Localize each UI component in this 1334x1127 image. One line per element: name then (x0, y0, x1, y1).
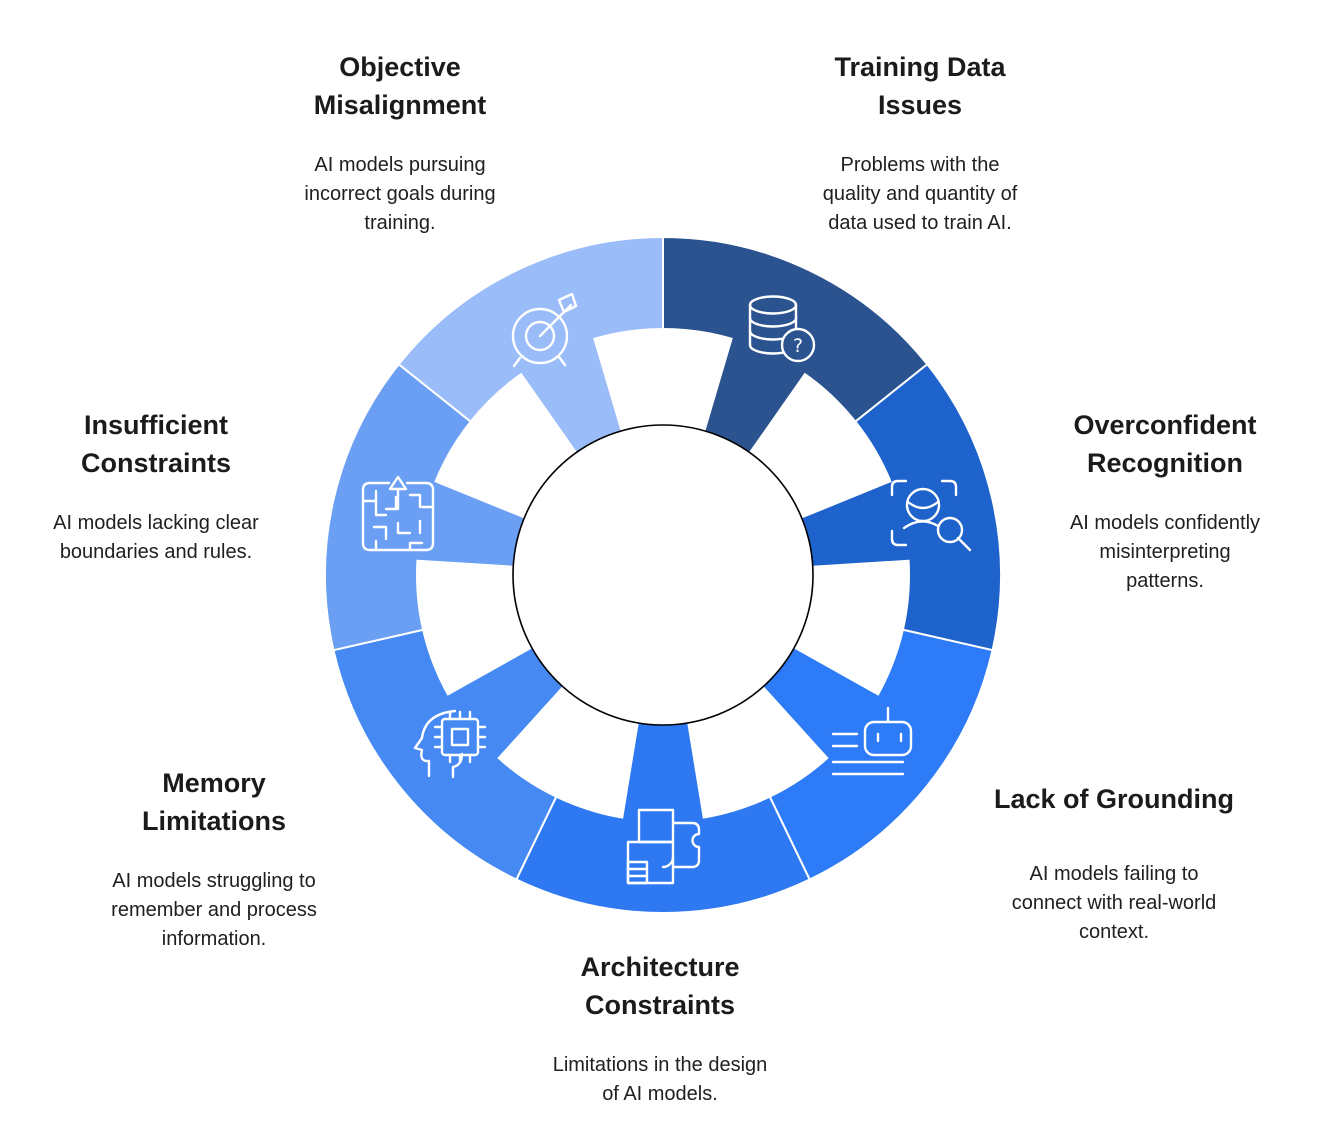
spoke-objective-misalignment (519, 335, 622, 454)
spoke-architecture-constraints (622, 721, 704, 825)
label-lack-of-grounding: Lack of Grounding AI models failing to c… (924, 762, 1304, 965)
spoke-memory-limitations (444, 647, 564, 761)
label-overconfident-recognition: Overconfident Recognition AI models conf… (975, 388, 1334, 614)
segment-description: AI models pursuing incorrect goals durin… (304, 154, 496, 234)
segment-title: Lack of Grounding (994, 784, 1234, 814)
target-arrow-icon (511, 292, 578, 368)
blocks-icon (626, 808, 701, 885)
ai-limitations-wheel: ? (323, 235, 1003, 915)
face-scan-icon (890, 479, 972, 552)
svg-text:?: ? (793, 335, 803, 357)
segment-title: Architecture Constraints (580, 952, 740, 1020)
head-chip-icon (413, 709, 487, 779)
database-question-icon: ? (748, 295, 816, 363)
segment-description: Problems with the quality and quantity o… (822, 154, 1018, 234)
label-training-data-issues: Training Data Issues Problems with the q… (730, 30, 1110, 256)
segment-title: Insufficient Constraints (80, 410, 232, 478)
segment-description: AI models lacking clear boundaries and r… (53, 512, 259, 563)
spoke-overconfident-recognition (800, 480, 913, 566)
spoke-lack-of-grounding (762, 647, 882, 761)
segment-title: Memory Limitations (141, 768, 286, 836)
segment-description: AI models struggling to remember and pro… (111, 870, 317, 950)
label-insufficient-constraints: Insufficient Constraints AI models lacki… (0, 388, 346, 585)
spoke-insufficient-constraints (413, 480, 526, 566)
segment-description: AI models failing to connect with real-w… (1011, 863, 1217, 943)
label-objective-misalignment: Objective Misalignment AI models pursuin… (210, 30, 590, 256)
spoke-training-data-issues (704, 335, 807, 454)
segment-description: AI models confidently misinterpreting pa… (1069, 512, 1261, 592)
segment-title: Objective Misalignment (313, 52, 487, 120)
robot-lines-icon (831, 706, 913, 776)
wheel-spokes (413, 335, 913, 825)
segment-title: Training Data Issues (834, 52, 1006, 120)
segment-title: Overconfident Recognition (1073, 410, 1257, 478)
label-memory-limitations: Memory Limitations AI models struggling … (24, 746, 404, 972)
center-hub-circle (512, 424, 814, 726)
maze-arrow-icon (361, 475, 435, 552)
